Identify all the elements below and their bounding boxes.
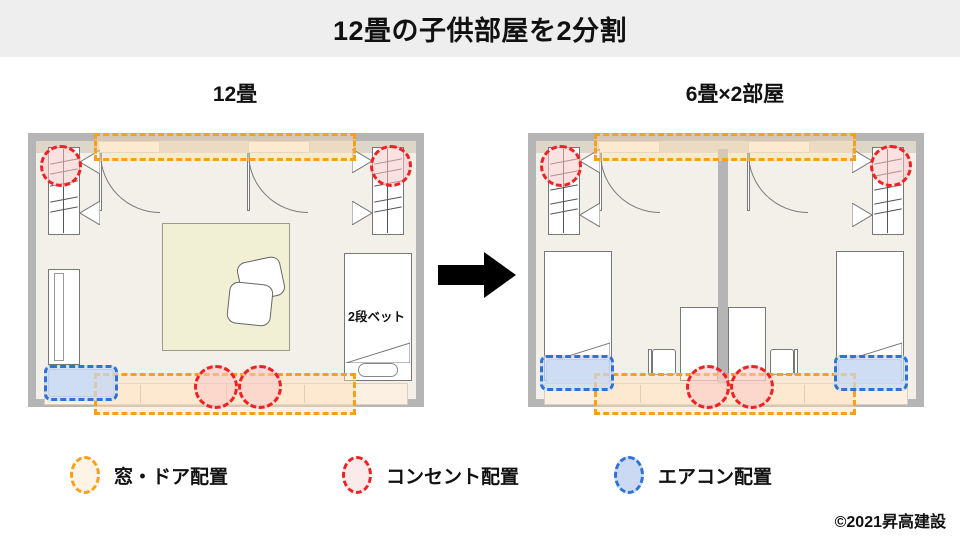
plan-right-subtitle: 6畳×2部屋 bbox=[685, 83, 785, 106]
marker-outlet-bottom-2 bbox=[238, 365, 282, 409]
closet-right-door-arrow-top bbox=[851, 148, 873, 174]
bookshelf-left-detail bbox=[54, 273, 64, 361]
legend-label-window-door: 窓・ドア配置 bbox=[114, 466, 229, 488]
page-title: 12畳の子供部屋を2分割 bbox=[332, 16, 628, 46]
plan-left-subtitle: 12畳 bbox=[212, 83, 258, 106]
legend-item-aircon: エアコン配置 bbox=[614, 452, 772, 498]
marker-outlet-bottom-1 bbox=[194, 365, 238, 409]
closet-right-door-arrow-top bbox=[351, 148, 373, 174]
center-partition-wall bbox=[718, 149, 728, 399]
chair-left-back bbox=[648, 349, 652, 375]
bottom-window-mullion-1 bbox=[140, 385, 141, 403]
marker-aircon-right bbox=[834, 355, 908, 391]
dashed-ellipse-icon bbox=[614, 456, 644, 494]
closet-right-rod bbox=[887, 149, 888, 233]
floor-plan-before: 2段ベット bbox=[28, 133, 424, 415]
legend-item-window-door: 窓・ドア配置 bbox=[70, 452, 228, 498]
floor-plan-after bbox=[528, 133, 924, 415]
marker-aircon bbox=[44, 365, 118, 401]
bottom-window-mullion-1 bbox=[640, 385, 641, 403]
dashed-ellipse-icon bbox=[70, 456, 100, 494]
bookshelf-left bbox=[48, 269, 80, 365]
marker-outlet-top-left bbox=[40, 145, 82, 187]
cushion-2 bbox=[225, 280, 275, 328]
legend: 窓・ドア配置 コンセント配置 エアコン配置 bbox=[70, 452, 890, 498]
top-door-opening-right bbox=[748, 141, 810, 153]
top-door-opening-left bbox=[598, 141, 660, 153]
marker-outlet-top-right bbox=[870, 145, 912, 187]
legend-item-outlet: コンセント配置 bbox=[342, 452, 519, 498]
top-door-opening-right bbox=[248, 141, 310, 153]
transformation-arrow bbox=[438, 252, 522, 298]
chair-right bbox=[770, 349, 794, 375]
chair-left bbox=[652, 349, 676, 375]
copyright-notice: ©2021昇高建設 bbox=[834, 514, 946, 531]
closet-right-door-arrow-bottom bbox=[851, 202, 873, 228]
closet-right-door-arrow-bottom bbox=[351, 200, 373, 226]
bunk-bed-label: 2段ベット bbox=[348, 310, 405, 324]
marker-window-door-top bbox=[94, 133, 356, 161]
closet-left-door-arrow-bottom bbox=[79, 200, 101, 226]
bunk-bed-pillow bbox=[358, 363, 398, 377]
bottom-window-mullion-3 bbox=[304, 385, 305, 403]
marker-outlet-bottom-1 bbox=[686, 365, 730, 409]
dashed-ellipse-icon bbox=[342, 456, 372, 494]
closet-left-door-arrow-bottom bbox=[579, 202, 601, 228]
marker-aircon-left bbox=[540, 355, 614, 391]
marker-outlet-top-right bbox=[370, 145, 412, 187]
chair-right-back bbox=[794, 349, 798, 375]
marker-outlet-top-left bbox=[540, 145, 582, 187]
header-band bbox=[0, 0, 960, 57]
arrow-head-icon bbox=[484, 252, 516, 298]
closet-left-rod bbox=[563, 149, 564, 233]
bunk-bed-blanket bbox=[345, 337, 411, 364]
closet-left-rod bbox=[63, 149, 64, 233]
closet-right-rod bbox=[387, 149, 388, 233]
arrow-shaft bbox=[438, 265, 488, 285]
marker-outlet-bottom-2 bbox=[730, 365, 774, 409]
legend-label-aircon: エアコン配置 bbox=[658, 466, 773, 488]
bottom-window-mullion-3 bbox=[804, 385, 805, 403]
top-door-opening-left bbox=[98, 141, 160, 153]
marker-window-door-top bbox=[594, 133, 856, 161]
legend-label-outlet: コンセント配置 bbox=[386, 466, 520, 488]
